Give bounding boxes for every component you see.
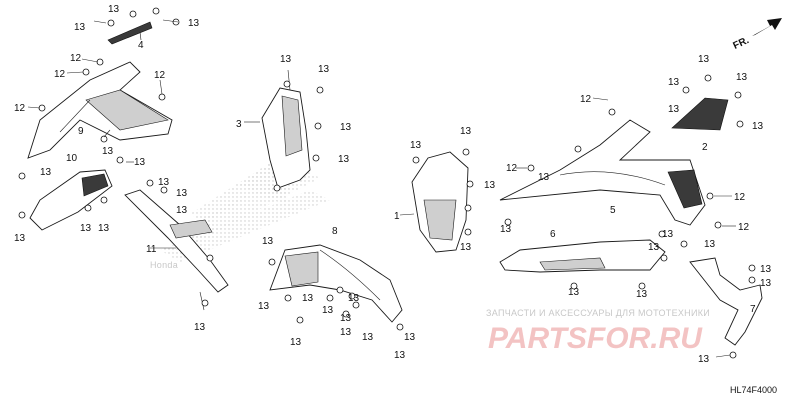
- callout-label: 13: [134, 157, 146, 168]
- callout-label: 13: [108, 4, 120, 15]
- callout-label: 13: [80, 223, 92, 234]
- part-9-upper-cowl: [27, 61, 173, 159]
- callout-label: 13: [188, 18, 200, 29]
- part-1-center-panel: [411, 151, 469, 253]
- front-direction-indicator: FR.: [732, 18, 782, 52]
- callout-label: 13: [262, 236, 274, 247]
- callout-label: 13: [362, 332, 374, 343]
- callout-label: 12: [54, 69, 66, 80]
- callout-label: 12: [580, 94, 592, 105]
- callout-label: 13: [302, 293, 314, 304]
- part-11-side-strip: [124, 189, 229, 311]
- part-8-fender: [269, 244, 403, 323]
- callout-label: 13: [460, 242, 472, 253]
- callout-label: 13: [280, 54, 292, 65]
- callout-label: 13: [760, 278, 772, 289]
- callout-label: 13: [500, 224, 512, 235]
- callout-label: 13: [662, 229, 674, 240]
- callout-label: 9: [78, 126, 84, 137]
- callout-label: 13: [348, 293, 360, 304]
- part-3-inner-panel: [261, 69, 311, 189]
- callout-label: 10: [66, 153, 78, 164]
- callout-label: 13: [74, 22, 86, 33]
- callout-label: 13: [340, 327, 352, 338]
- callout-label: 13: [394, 350, 406, 361]
- callout-label: 13: [568, 287, 580, 298]
- partsfor-watermark: ЗАПЧАСТИ И АКСЕССУАРЫ ДЛЯ МОТОТЕХНИКИ PA…: [486, 308, 710, 355]
- callout-label: 12: [70, 53, 82, 64]
- front-arrow-icon: [752, 18, 782, 36]
- callout-label: 13: [322, 305, 334, 316]
- callout-label: 13: [698, 54, 710, 65]
- callout-label: 12: [738, 222, 750, 233]
- callout-label: 13: [704, 239, 716, 250]
- callout-label: 13: [760, 264, 772, 275]
- callout-label: 12: [506, 163, 518, 174]
- callout-label: 13: [636, 289, 648, 300]
- callout-label: 13: [290, 337, 302, 348]
- callout-label: 12: [14, 103, 26, 114]
- callout-label: 13: [14, 233, 26, 244]
- callout-label: 13: [538, 172, 550, 183]
- callout-label: 7: [750, 304, 756, 315]
- part-4-strip: [107, 21, 153, 45]
- part-10-lower-cowl: [29, 169, 113, 231]
- callout-label: 13: [158, 177, 170, 188]
- callout-label: 13: [698, 354, 710, 365]
- leader-lines: [27, 19, 736, 358]
- callout-label: 13: [404, 332, 416, 343]
- callout-label: 12: [154, 70, 166, 81]
- drawing-code: HL74F4000: [730, 385, 777, 395]
- callout-label: 13: [176, 188, 188, 199]
- fastener-bolts: [18, 7, 756, 359]
- callout-label: 5: [610, 205, 616, 216]
- callout-label: 13: [668, 104, 680, 115]
- callout-label: 4: [138, 40, 144, 51]
- callout-label: 13: [40, 167, 52, 178]
- callout-label: 3: [236, 119, 242, 130]
- part-6-lower-trim: [499, 239, 666, 273]
- callout-labels: 13 13 13 4 12 12 12 12 9 13 10 13 13 13 …: [14, 4, 772, 365]
- callout-label: 2: [702, 142, 708, 153]
- callout-label: 13: [668, 77, 680, 88]
- callout-label: 13: [484, 180, 496, 191]
- callout-label: 13: [318, 64, 330, 75]
- callout-label: 13: [102, 146, 114, 157]
- callout-label: 11: [146, 244, 157, 255]
- front-label: FR.: [732, 35, 751, 52]
- callout-label: 13: [98, 223, 110, 234]
- callout-label: 1: [394, 211, 400, 222]
- callout-label: 13: [258, 301, 270, 312]
- watermark-caption: ЗАПЧАСТИ И АКСЕССУАРЫ ДЛЯ МОТОТЕХНИКИ: [486, 308, 710, 318]
- callout-label: 13: [410, 140, 422, 151]
- part-5-side-cover: [499, 119, 706, 226]
- callout-label: 13: [460, 126, 472, 137]
- part-7-bracket: [689, 257, 763, 346]
- callout-label: 13: [194, 322, 206, 333]
- callout-label: 13: [176, 205, 188, 216]
- honda-watermark-text: Honda: [150, 260, 178, 270]
- callout-label: 13: [340, 313, 352, 324]
- watermark-logo: PARTSFOR.RU: [488, 322, 703, 355]
- callout-label: 13: [338, 154, 350, 165]
- callout-label: 13: [736, 72, 748, 83]
- callout-label: 13: [648, 242, 660, 253]
- callout-label: 13: [340, 122, 352, 133]
- part-2-grille: [671, 97, 729, 131]
- callout-label: 6: [550, 229, 556, 240]
- callout-label: 12: [734, 192, 746, 203]
- callout-label: 8: [332, 226, 338, 237]
- callout-label: 13: [752, 121, 764, 132]
